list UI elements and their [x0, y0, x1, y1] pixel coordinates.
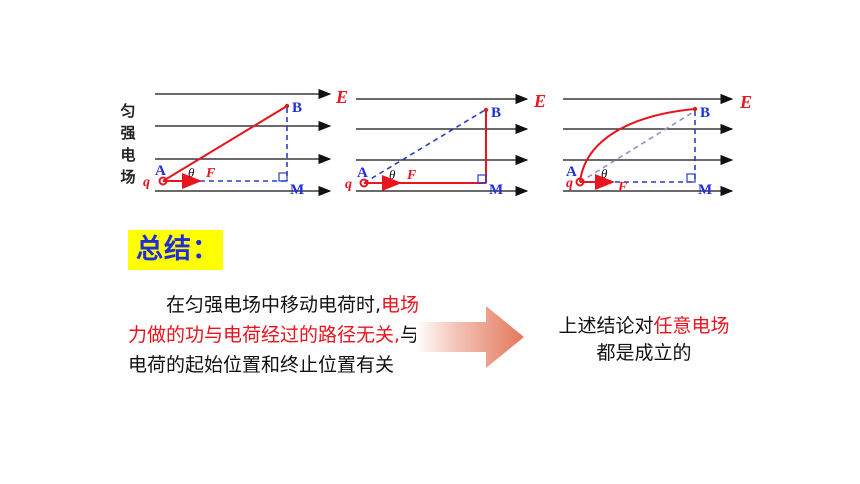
label-B: B — [292, 100, 302, 116]
field-lines — [356, 93, 529, 197]
dashed-AB — [579, 110, 696, 183]
label-M: M — [489, 182, 503, 198]
summary-title: 总结： — [128, 230, 223, 270]
paragraph-part3: 与电荷的起始位置和终止位置有关 — [128, 324, 420, 376]
charge-point — [575, 177, 585, 187]
right-angle-mark — [477, 174, 487, 184]
gradient-arrow — [416, 306, 524, 368]
side-char: 电 — [120, 146, 136, 164]
field-lines — [563, 93, 734, 197]
label-q: q — [345, 177, 352, 192]
label-F: F — [617, 180, 628, 195]
path-AB — [162, 105, 288, 182]
label-M: M — [698, 182, 712, 198]
uniform-field-label: 匀 强 电 场 — [118, 100, 138, 188]
side-char: 强 — [120, 124, 136, 142]
label-E: E — [335, 87, 348, 107]
label-A: A — [566, 164, 577, 180]
label-theta: θ — [188, 165, 195, 180]
field-lines — [155, 88, 332, 197]
right-angle-mark — [278, 172, 288, 182]
charge-point — [158, 176, 168, 186]
charge-point — [359, 178, 369, 188]
label-theta: θ — [601, 166, 608, 181]
summary-paragraph: 在匀强电场中移动电荷时,电场力做的功与电荷经过的路径无关,与电荷的起始位置和终止… — [128, 290, 428, 380]
right-angle-mark — [686, 173, 696, 183]
conclusion-post: 都是成立的 — [596, 342, 692, 364]
label-F: F — [406, 168, 417, 183]
label-B: B — [491, 105, 501, 121]
conclusion-highlight: 任意电场 — [653, 315, 730, 337]
point-B — [284, 103, 290, 109]
dashed-AB — [363, 109, 486, 184]
label-theta: θ — [389, 167, 396, 182]
label-M: M — [290, 182, 304, 198]
paragraph-part1: 在匀强电场中移动电荷时, — [166, 294, 382, 316]
diagram-curved-path: A q θ F B M E — [563, 92, 752, 198]
conclusion-text: 上述结论对任意电场 都是成立的 — [524, 313, 764, 367]
label-E: E — [533, 91, 546, 111]
curved-path-AB — [579, 108, 696, 183]
diagram-straight-path: A q θ F B M E — [143, 87, 348, 198]
label-E: E — [739, 92, 752, 112]
label-q: q — [566, 176, 573, 191]
label-A: A — [155, 163, 166, 179]
label-F: F — [205, 166, 216, 181]
point-B — [692, 106, 698, 112]
side-char: 匀 — [120, 102, 136, 120]
paragraph-highlight: 电场力做的功与电荷经过的路径无关, — [128, 294, 420, 346]
conclusion-pre: 上述结论对 — [558, 315, 654, 337]
label-A: A — [357, 165, 368, 181]
label-B: B — [700, 105, 710, 121]
label-q: q — [143, 175, 150, 190]
side-char: 场 — [120, 168, 136, 186]
point-B — [483, 107, 489, 113]
diagram-right-angle-path: A q θ F B M E — [345, 91, 546, 198]
